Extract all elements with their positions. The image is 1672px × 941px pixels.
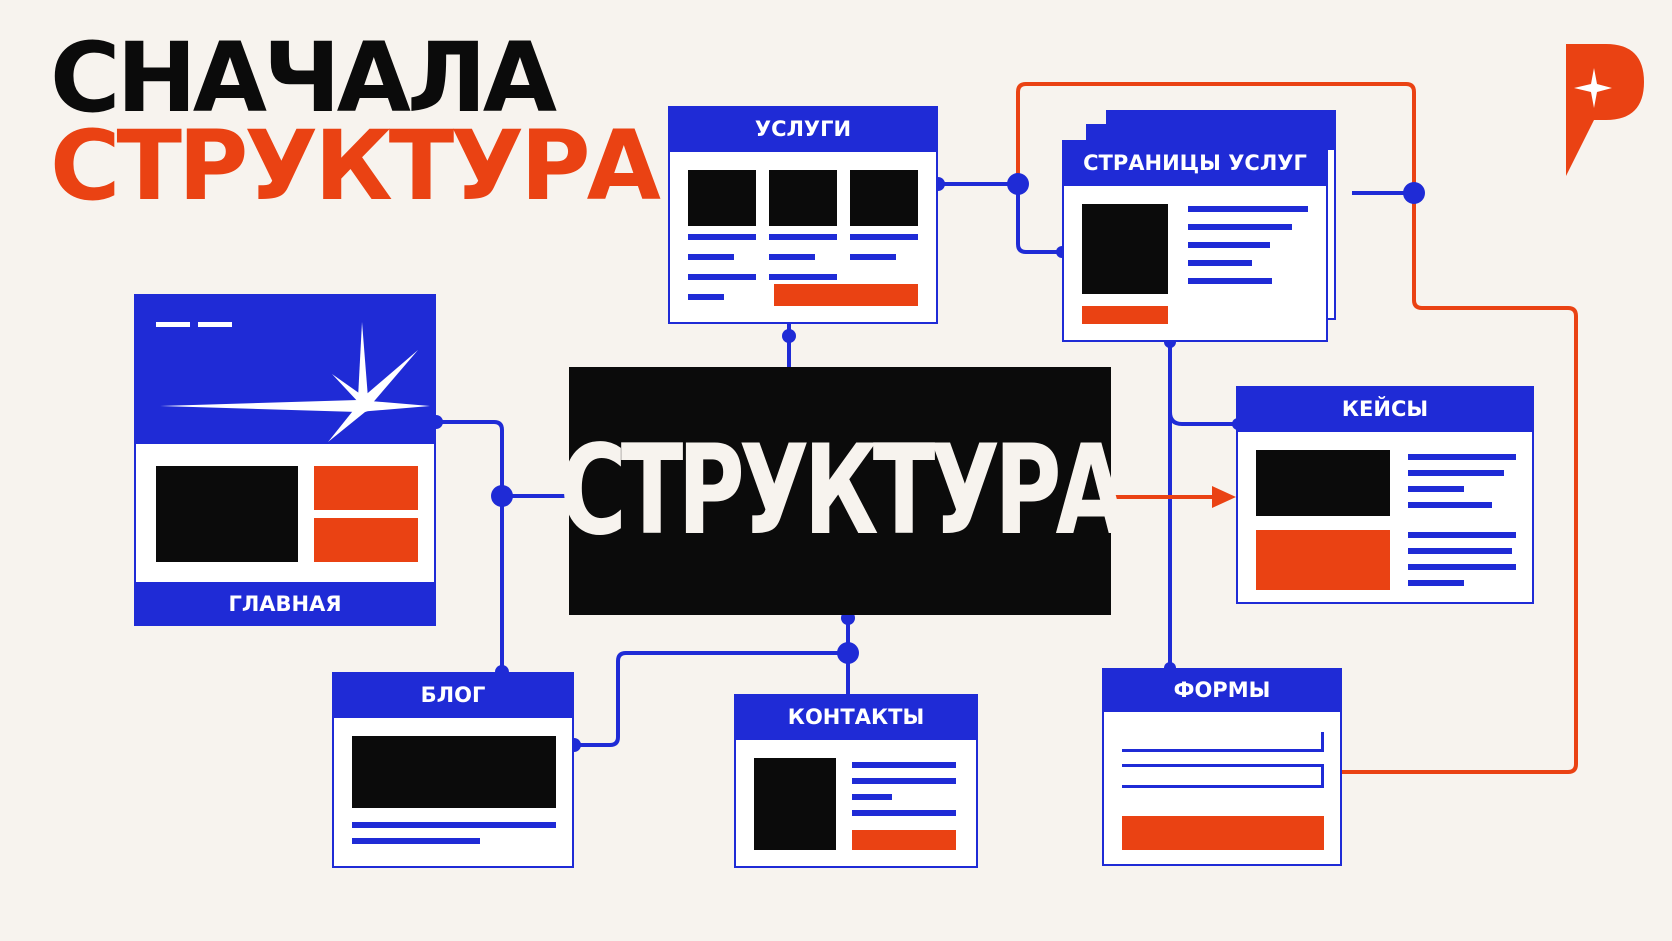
text-line [1408,454,1516,460]
forms-card[interactable]: ФОРМЫ [1102,668,1342,866]
image-placeholder [850,170,918,226]
home-to-hub-connector [436,420,569,498]
text-line [688,234,756,240]
button-placeholder [852,830,956,850]
hero-text-line [198,322,232,327]
text-line [769,254,815,260]
image-placeholder [1082,204,1168,294]
text-line [769,234,837,240]
contacts-card-title: КОНТАКТЫ [734,694,978,740]
blog-card-title: БЛОГ [332,672,574,718]
orange-block [1256,530,1390,590]
title-line-1: СНАЧАЛА [50,22,557,134]
junction-dot [1403,182,1425,204]
text-line [1188,242,1270,248]
cases-card[interactable]: КЕЙСЫ [1236,386,1534,604]
sparkle-icon [160,322,430,442]
cases-card-title: КЕЙСЫ [1236,386,1534,432]
home-card[interactable]: ГЛАВНАЯ [134,294,436,626]
image-placeholder [156,466,298,562]
junction-dot [837,642,859,664]
button-placeholder [774,284,918,306]
title-line-2: СТРУКТУРА [50,110,661,222]
text-line [852,762,956,768]
image-placeholder [688,170,756,226]
arrow-right-icon [1212,486,1236,508]
button-placeholder [1082,306,1168,324]
text-line [1408,580,1464,586]
text-line [850,254,896,260]
contacts-card[interactable]: КОНТАКТЫ [734,694,978,868]
service-pages-card-title: СТРАНИЦЫ УСЛУГ [1062,140,1328,186]
structure-hub-label: СТРУКТУРА [559,419,1126,563]
image-placeholder [769,170,837,226]
text-line [1408,564,1516,570]
text-line [1408,532,1516,538]
orange-block [314,466,418,510]
sparkle-icon [1574,68,1612,108]
text-line [850,234,918,240]
text-line [852,794,892,800]
blog-card[interactable]: БЛОГ [332,672,574,868]
text-line [1408,470,1504,476]
junction-dot [1007,173,1029,195]
image-placeholder [1256,450,1390,516]
form-input-placeholder [1122,764,1324,788]
text-line [1408,486,1464,492]
hero-text-line [156,322,190,327]
services-card-title: УСЛУГИ [668,106,938,152]
text-line [688,294,724,300]
home-card-title: ГЛАВНАЯ [134,582,436,626]
r-logo-icon [1566,44,1644,176]
text-line [1188,224,1292,230]
text-line [1188,206,1308,212]
form-input-placeholder [1122,732,1324,752]
junction-dot [491,485,513,507]
orange-block [314,518,418,562]
junction-dot [782,329,796,343]
text-line [852,810,956,816]
structure-hub[interactable]: СТРУКТУРА [559,367,1127,615]
text-line [352,822,556,828]
forms-card-title: ФОРМЫ [1102,668,1342,712]
image-placeholder [352,736,556,808]
contacts-to-blog-connector [574,651,848,747]
text-line [1188,260,1252,266]
forms-loop-connector [1016,82,1578,774]
text-line [688,254,734,260]
text-line [1408,502,1492,508]
submit-button-placeholder [1122,816,1324,850]
text-line [769,274,837,280]
text-line [352,838,480,844]
image-placeholder [754,758,836,850]
hero-banner [134,294,436,444]
service-pages-card[interactable]: СТРАНИЦЫ УСЛУГ [1062,140,1328,342]
pages-to-cases-connector [1168,411,1238,426]
text-line [1188,278,1272,284]
services-card[interactable]: УСЛУГИ [668,106,938,324]
text-line [1408,548,1512,554]
text-line [688,274,756,280]
text-line [852,778,956,784]
services-to-pages-connector [938,182,1062,254]
